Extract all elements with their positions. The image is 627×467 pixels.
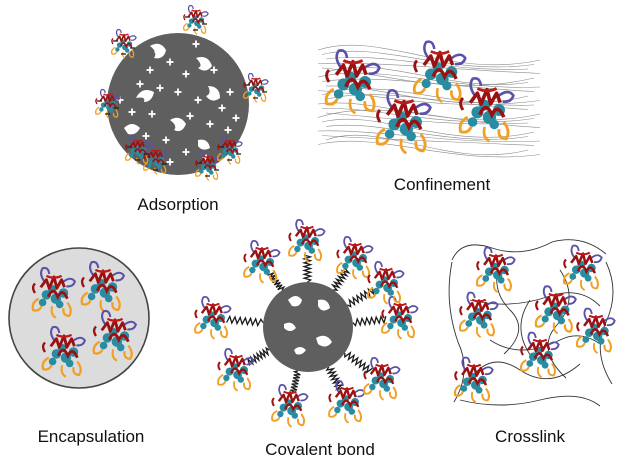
crosslink-panel xyxy=(448,239,616,407)
enzyme-icon xyxy=(335,235,374,280)
crosslink-label: Crosslink xyxy=(495,427,565,446)
enzyme-icon xyxy=(327,379,366,424)
encapsulation-label: Encapsulation xyxy=(38,427,145,446)
enzyme-icon xyxy=(362,356,401,401)
enzyme-icon xyxy=(270,383,309,428)
linker-spring-icon xyxy=(290,370,301,394)
capsule-icon xyxy=(8,247,150,389)
linker-spring-icon xyxy=(330,267,351,292)
support-particle-icon xyxy=(263,282,353,372)
confinement-panel xyxy=(317,39,541,158)
covalent-bond-label: Covalent bond xyxy=(265,440,375,459)
crosslinker-strands xyxy=(448,239,614,407)
enzyme-icon xyxy=(216,347,255,392)
encapsulation-panel xyxy=(8,247,150,389)
linker-spring-icon xyxy=(267,272,286,291)
linker-spring-icon xyxy=(325,366,344,391)
confinement-label: Confinement xyxy=(394,175,491,194)
enzyme-icon xyxy=(184,5,208,34)
linker-spring-icon xyxy=(352,314,387,327)
adsorption-label: Adsorption xyxy=(137,195,218,214)
adsorption-panel xyxy=(96,5,268,180)
linker-spring-icon xyxy=(226,314,264,328)
enzyme-icon xyxy=(366,260,405,305)
covalent-bond-panel xyxy=(193,218,419,428)
enzyme-icon xyxy=(244,73,268,102)
enzyme-icon xyxy=(193,295,232,340)
linker-spring-icon xyxy=(344,351,373,374)
